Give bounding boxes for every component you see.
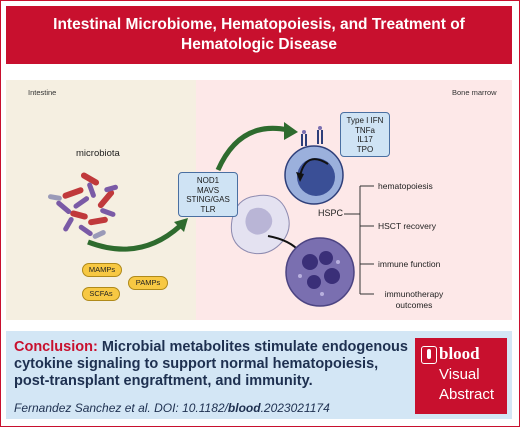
outcomes-bracket bbox=[344, 185, 374, 295]
granulocyte-cell-illustration bbox=[285, 237, 355, 307]
signal-pill-pamps: PAMPs bbox=[128, 276, 168, 290]
cytokine-type-i-ifn: Type I IFN bbox=[346, 116, 384, 125]
receptor-tlr: TLR bbox=[200, 204, 216, 214]
outcome-immunotherapy: immunotherapy outcomes bbox=[384, 289, 444, 310]
bone-marrow-label: Bone marrow bbox=[452, 88, 497, 97]
badge-brand: blood bbox=[439, 344, 480, 363]
differentiation-arrowhead bbox=[296, 172, 304, 182]
outcome-hsct-recovery: HSCT recovery bbox=[378, 221, 436, 231]
differentiation-arrow bbox=[299, 158, 329, 177]
page-title: Intestinal Microbiome, Hematopoiesis, an… bbox=[53, 16, 465, 53]
conclusion-body: Microbial metabolites stimulate endogeno… bbox=[14, 339, 408, 389]
cytokine-il17: IL17 bbox=[357, 135, 373, 144]
blood-visual-abstract-badge: blood Visual Abstract bbox=[415, 338, 507, 414]
cytokine-tnfa: TNFa bbox=[355, 125, 375, 135]
green-arrowhead-receptors bbox=[174, 218, 188, 232]
signal-pill-scfas: SCFAs bbox=[82, 287, 120, 301]
hspc-label: HSPC bbox=[318, 208, 344, 218]
citation-doi-suffix: .2023021174 bbox=[260, 401, 330, 415]
badge-visual: Visual bbox=[439, 366, 480, 383]
receptors-box: NOD1 MAVS STING/GAS TLR bbox=[178, 172, 238, 217]
intestine-label: Intestine bbox=[28, 88, 57, 97]
cytokine-tpo: TPO bbox=[356, 144, 374, 154]
green-arrow-receptors-to-bone-marrow bbox=[215, 125, 289, 172]
title-banner: Intestinal Microbiome, Hematopoiesis, an… bbox=[6, 6, 512, 64]
citation-journal: blood bbox=[227, 401, 261, 415]
citation-authors-doi: Fernandez Sanchez et al. DOI: 10.1182/ bbox=[14, 401, 228, 415]
outcome-immune-function: immune function bbox=[378, 259, 441, 269]
outcome-hematopoiesis: hematopoiesis bbox=[378, 181, 433, 191]
hspc-cell-illustration bbox=[284, 126, 344, 205]
cytokines-box: Type I IFN TNFa IL17 TPO bbox=[340, 112, 390, 157]
conclusion-lead: Conclusion: bbox=[14, 339, 98, 355]
badge-abstract: Abstract bbox=[439, 386, 495, 403]
green-arrowhead-bone-marrow bbox=[284, 122, 298, 140]
receptor-nod1: NOD1 bbox=[196, 176, 220, 185]
microbiota-label: microbiota bbox=[76, 148, 120, 159]
receptor-mavs: MAVS bbox=[196, 185, 220, 195]
green-arrow-gut-to-receptors bbox=[87, 224, 182, 252]
microbiota-bacteria-illustration bbox=[47, 172, 118, 239]
signal-pill-mamps: MAMPs bbox=[82, 263, 122, 277]
conclusion-text-block: Conclusion: Microbial metabolites stimul… bbox=[14, 339, 414, 390]
receptor-sting-gas: STING/GAS bbox=[186, 195, 230, 204]
citation: Fernandez Sanchez et al. DOI: 10.1182/bl… bbox=[14, 401, 330, 415]
blood-drop-icon bbox=[421, 346, 437, 364]
myeloid-cell-illustration bbox=[230, 194, 290, 255]
